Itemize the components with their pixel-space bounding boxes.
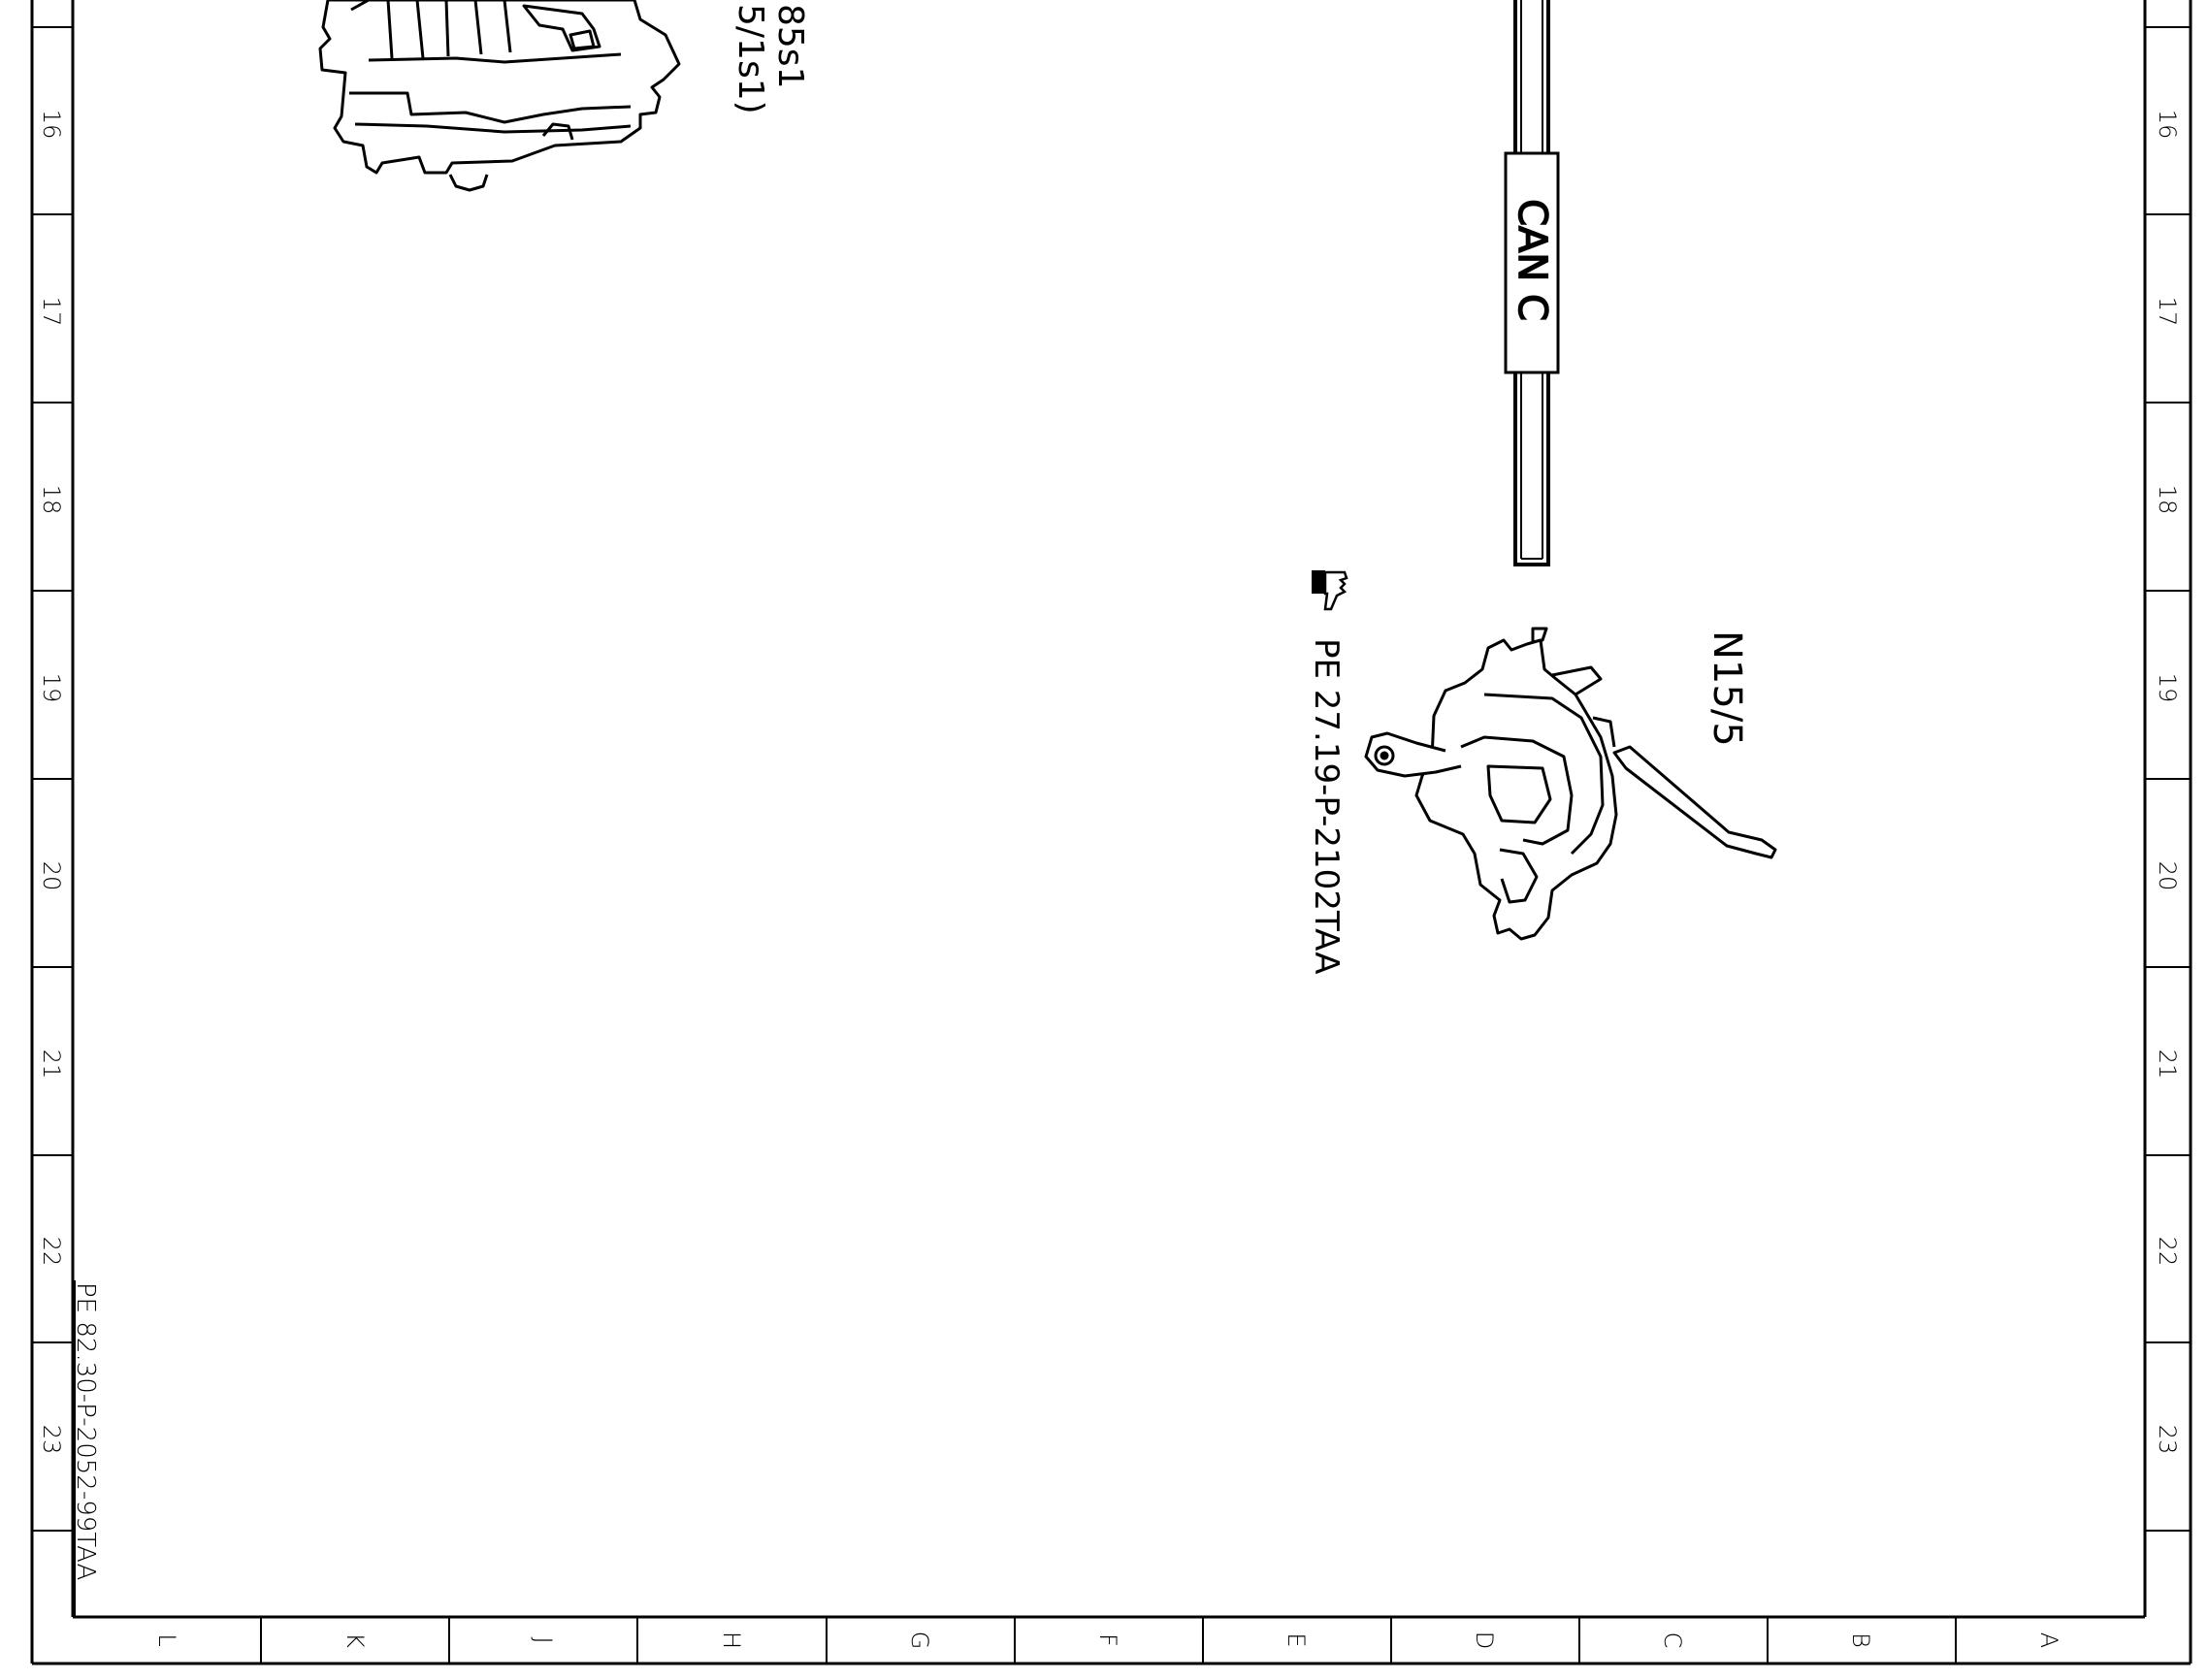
row-label-22-left: 22 (38, 1237, 65, 1267)
column-label-F: F (1094, 1633, 1121, 1647)
page-reference-block: PE 82.30-P-2052-99TAA (71, 1280, 100, 1617)
outer-frame (30, 0, 2192, 1665)
can-c-label: CAN C (1510, 199, 1554, 321)
column-label-B: B (1847, 1632, 1874, 1648)
row-labels-left: 16 17 18 19 20 21 22 23 (38, 110, 65, 1455)
row-ticks (32, 26, 2191, 1532)
top-left-label-line2: 5/1s1) (731, 4, 770, 114)
column-label-E: E (1283, 1632, 1310, 1647)
row-label-18-left: 18 (38, 485, 65, 515)
column-label-L: L (153, 1633, 180, 1646)
inner-frame (71, 0, 2147, 1619)
column-label-K: K (341, 1632, 369, 1648)
column-label-G: G (906, 1632, 933, 1650)
row-label-22-right: 22 (2154, 1237, 2181, 1267)
column-ticks (260, 1617, 1957, 1664)
row-label-21-left: 21 (38, 1050, 65, 1080)
gear-selector-module-icon (1364, 627, 1777, 941)
row-label-20-left: 20 (38, 861, 65, 891)
top-left-label-line1: 85s1 (770, 4, 810, 88)
column-label-D: D (1471, 1632, 1498, 1649)
row-label-19-left: 19 (38, 673, 65, 703)
page-reference: PE 82.30-P-2052-99TAA (71, 1282, 100, 1580)
row-label-17-right: 17 (2154, 297, 2181, 327)
row-label-19-right: 19 (2154, 673, 2181, 703)
column-label-A: A (2035, 1632, 2062, 1648)
column-labels: L K J H G F E D C B A (153, 1632, 2062, 1650)
pointing-hand-icon (1312, 570, 1348, 611)
row-label-21-right: 21 (2154, 1050, 2181, 1080)
column-label-C: C (1659, 1632, 1686, 1649)
row-label-17-left: 17 (38, 297, 65, 327)
row-label-16-right: 16 (2154, 110, 2181, 140)
row-label-23-left: 23 (38, 1425, 65, 1455)
switch-module-icon (318, 0, 681, 192)
row-labels-right: 16 17 18 19 20 21 22 23 (2154, 110, 2181, 1455)
row-label-20-right: 20 (2154, 861, 2181, 891)
row-label-18-right: 18 (2154, 485, 2181, 515)
reference-text: PE 27.19-P-2102TAA (1307, 638, 1346, 975)
can-c-bus: CAN C (1504, 0, 1560, 566)
row-label-16-left: 16 (38, 110, 65, 140)
column-label-J: J (530, 1636, 557, 1643)
column-label-H: H (718, 1632, 745, 1649)
n15-5-label: N15/5 (1705, 630, 1749, 747)
row-label-23-right: 23 (2154, 1425, 2181, 1455)
